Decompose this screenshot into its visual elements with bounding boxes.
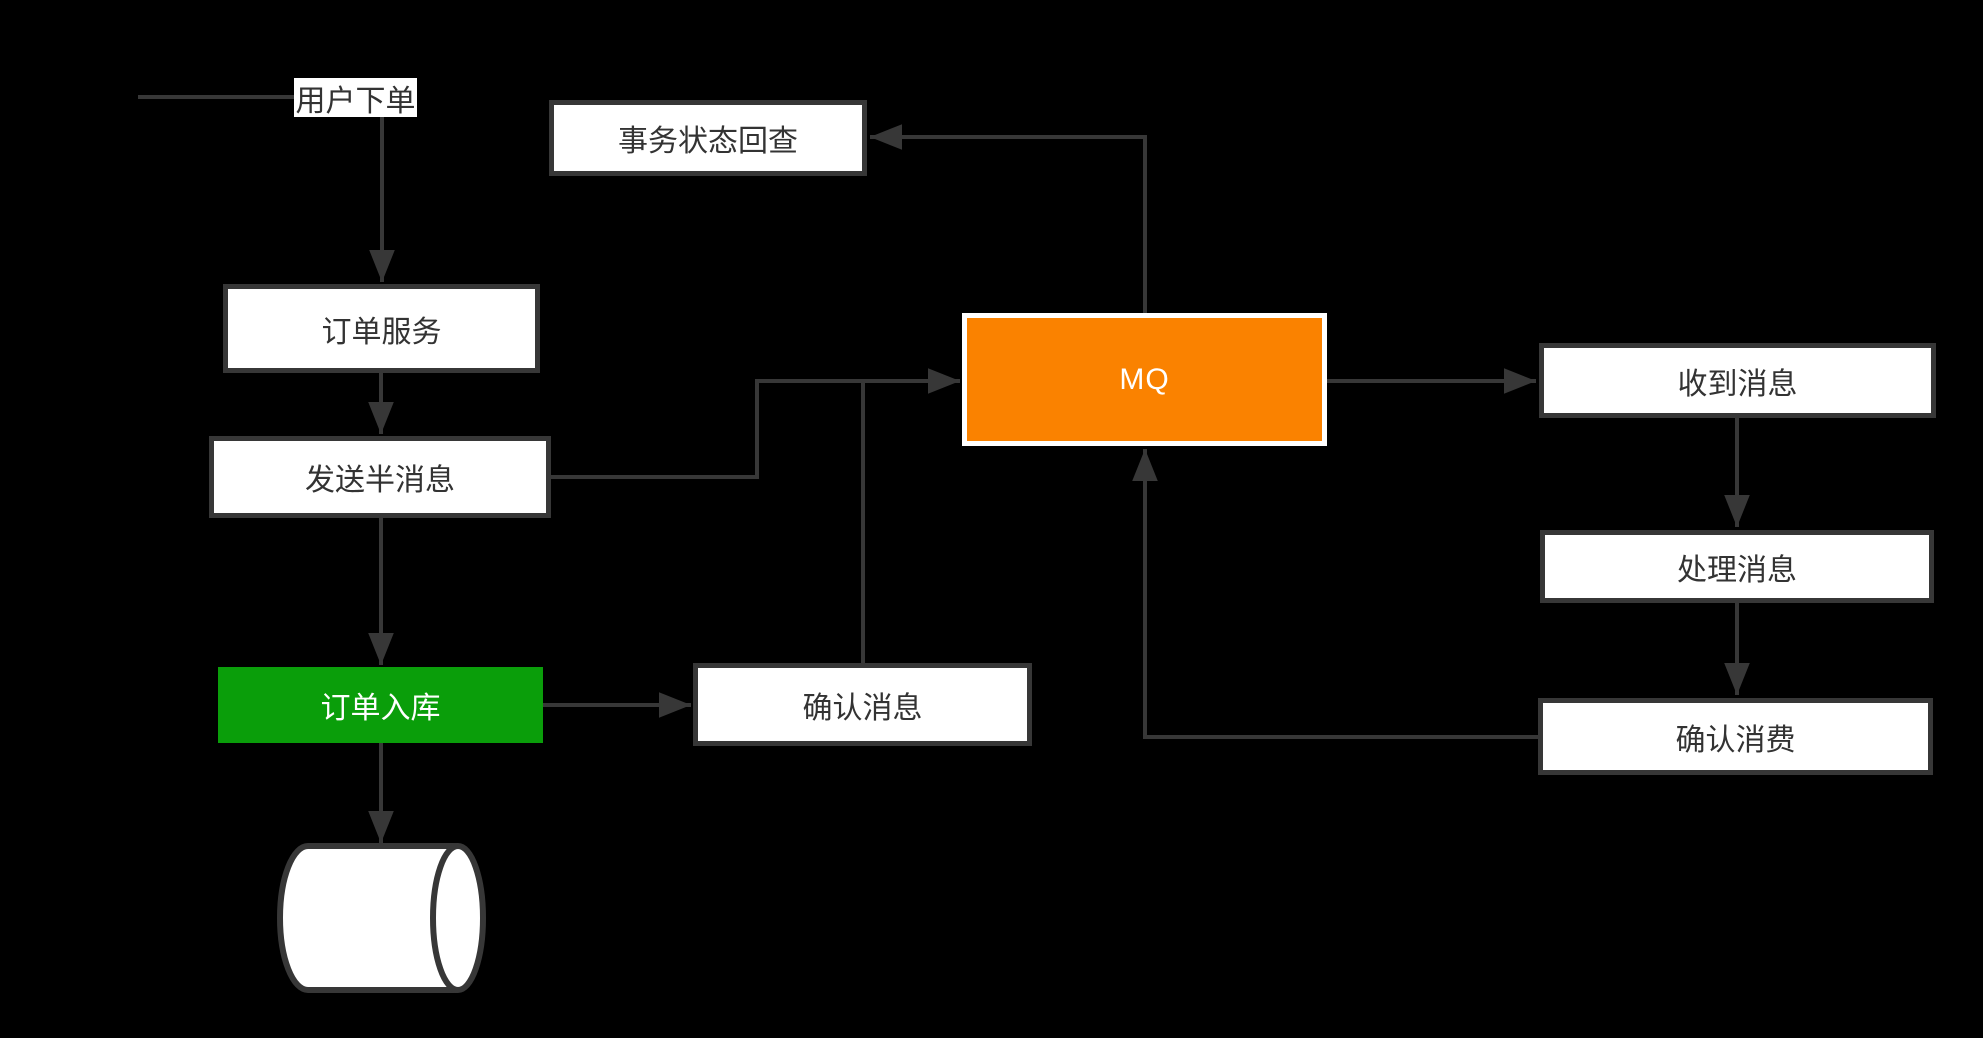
edge-mq-to-transaction-check xyxy=(870,124,1147,313)
node-send-half-message: 发送半消息 xyxy=(209,436,551,518)
edge-confirm-consume-to-mq xyxy=(1132,449,1538,739)
node-receive-message: 收到消息 xyxy=(1539,343,1936,418)
node-order-store-label: 订单入库 xyxy=(320,692,441,725)
node-confirm-consume: 确认消费 xyxy=(1538,698,1933,775)
node-user-order-label: 用户下单 xyxy=(295,84,416,118)
node-user-order: 用户下单 xyxy=(294,78,417,118)
edge-send-half-message-to-mq xyxy=(551,368,960,479)
node-transaction-check-label: 事务状态回查 xyxy=(618,125,798,158)
database-cylinder-body xyxy=(277,843,458,993)
node-process-message: 处理消息 xyxy=(1540,530,1934,603)
node-order-service-label: 订单服务 xyxy=(321,315,442,349)
node-confirm-consume-label: 确认消费 xyxy=(1675,723,1796,757)
database-cylinder-cap xyxy=(430,843,486,993)
node-confirm-message-label: 确认消息 xyxy=(802,691,923,725)
node-order-store: 订单入库 xyxy=(218,667,543,743)
node-transaction-check: 事务状态回查 xyxy=(549,100,867,176)
node-mq-label: MQ xyxy=(1119,362,1170,396)
node-database xyxy=(277,843,486,993)
node-mq: MQ xyxy=(962,313,1327,446)
node-confirm-message: 确认消息 xyxy=(693,663,1032,746)
node-send-half-message-label: 发送半消息 xyxy=(305,464,455,497)
node-order-service: 订单服务 xyxy=(223,284,540,373)
node-receive-message-label: 收到消息 xyxy=(1677,367,1798,401)
node-process-message-label: 处理消息 xyxy=(1677,553,1797,587)
